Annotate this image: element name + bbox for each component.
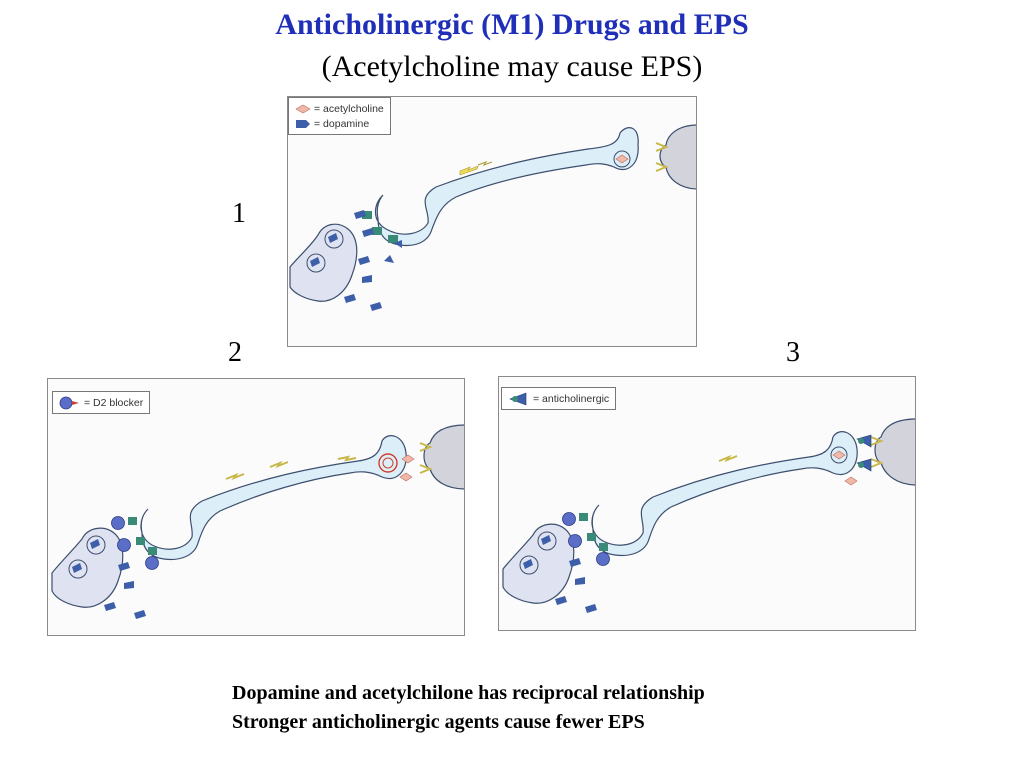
dopamine-icon bbox=[118, 562, 130, 571]
footer-line-2: Stronger anticholinergic agents cause fe… bbox=[232, 711, 645, 733]
impulse-icon bbox=[337, 455, 357, 462]
dopamine-icon bbox=[104, 602, 116, 611]
axon bbox=[591, 431, 858, 557]
receptor bbox=[587, 533, 596, 541]
legend-anticholinergic: = anticholinergic bbox=[508, 391, 609, 406]
anticholinergic-icon bbox=[509, 392, 527, 405]
dopamine-icon bbox=[358, 256, 370, 265]
postsynaptic-cell bbox=[659, 124, 696, 190]
page-subtitle: (Acetylcholine may cause EPS) bbox=[321, 50, 703, 83]
postsynaptic-cell bbox=[423, 424, 464, 490]
panel-3-number: 3 bbox=[786, 337, 800, 368]
vesicle bbox=[378, 453, 398, 473]
vesicle bbox=[68, 559, 88, 579]
acetylcholine-icon bbox=[832, 450, 846, 460]
footer-notes: Dopamine and acetylchilone has reciproca… bbox=[232, 679, 705, 737]
dopamine-icon bbox=[134, 610, 146, 619]
dopamine-icon bbox=[384, 255, 394, 263]
legend-dopamine: = dopamine bbox=[295, 116, 384, 131]
dopamine-icon bbox=[328, 233, 338, 243]
receptor bbox=[655, 142, 669, 172]
impulse-icon bbox=[269, 460, 289, 469]
d2-blocker-icon bbox=[59, 396, 79, 409]
dopamine-icon bbox=[523, 559, 533, 569]
dopamine-icon bbox=[124, 581, 134, 589]
impulse-icon bbox=[225, 472, 245, 481]
receptor bbox=[128, 517, 137, 525]
footer-line-1: Dopamine and acetylchilone has reciproca… bbox=[232, 682, 705, 704]
axon bbox=[140, 435, 407, 561]
dopamine-icon bbox=[296, 119, 310, 128]
vesicle bbox=[537, 531, 557, 551]
vesicle bbox=[86, 535, 106, 555]
axon bbox=[374, 127, 639, 247]
receptor bbox=[599, 543, 608, 551]
legend-d2-blocker: = D2 blocker bbox=[59, 395, 143, 410]
acetylcholine-icon bbox=[401, 454, 415, 464]
dopamine-icon bbox=[370, 302, 382, 311]
panel-2-d2-blocker: = D2 blocker bbox=[47, 378, 465, 636]
impulse-icon bbox=[459, 165, 479, 176]
panel-3-anticholinergic: = anticholinergic bbox=[498, 376, 916, 631]
d2-blocker-icon bbox=[568, 534, 582, 548]
dopamine-icon bbox=[569, 558, 581, 567]
panel-3-diagram bbox=[502, 418, 915, 613]
dopamine-icon bbox=[362, 228, 374, 237]
receptor bbox=[148, 547, 157, 555]
page-title: Anticholinergic (M1) Drugs and EPS bbox=[275, 8, 749, 41]
vesicle bbox=[306, 253, 326, 273]
panel-1-diagram bbox=[289, 124, 696, 311]
d2-blocker-icon bbox=[117, 538, 131, 552]
legend-acetylcholine-label: = acetylcholine bbox=[314, 102, 384, 115]
receptor bbox=[870, 436, 884, 468]
panel-3-legend: = anticholinergic bbox=[501, 387, 617, 410]
vesicle bbox=[324, 229, 344, 249]
vesicle bbox=[519, 555, 539, 575]
vesicle bbox=[830, 446, 848, 464]
panel-1-legend: = acetylcholine = dopamine bbox=[288, 97, 391, 135]
vesicle bbox=[613, 150, 631, 168]
panel-2-diagram bbox=[51, 424, 464, 619]
impulse-icon bbox=[718, 454, 738, 463]
legend-acetylcholine: = acetylcholine bbox=[295, 101, 384, 116]
neuron-soma bbox=[289, 223, 358, 302]
dopamine-icon bbox=[310, 257, 320, 267]
d2-blocker-icon bbox=[111, 516, 125, 530]
dopamine-icon bbox=[585, 604, 597, 613]
receptor bbox=[362, 211, 372, 219]
panel-1-normal-synapse: = acetylcholine = dopamine bbox=[287, 96, 697, 347]
dopamine-icon bbox=[541, 535, 551, 545]
d2-blocker-icon bbox=[596, 552, 610, 566]
d2-blocker-icon bbox=[562, 512, 576, 526]
dopamine-icon bbox=[344, 294, 356, 303]
legend-d2-blocker-label: = D2 blocker bbox=[84, 396, 144, 409]
receptor bbox=[388, 235, 398, 243]
dopamine-icon bbox=[555, 596, 567, 605]
dopamine-icon bbox=[90, 539, 100, 549]
acetylcholine-icon bbox=[295, 104, 311, 113]
impulse-icon bbox=[477, 160, 493, 167]
panel-2-number: 2 bbox=[228, 337, 242, 368]
d2-blocker-icon bbox=[145, 556, 159, 570]
receptor bbox=[579, 513, 588, 521]
dopamine-icon bbox=[575, 577, 585, 585]
dopamine-icon bbox=[394, 240, 402, 248]
legend-dopamine-label: = dopamine bbox=[314, 117, 370, 130]
acetylcholine-icon bbox=[844, 476, 858, 486]
acetylcholine-icon bbox=[615, 154, 629, 164]
receptor bbox=[136, 537, 145, 545]
receptor bbox=[419, 442, 433, 474]
postsynaptic-cell bbox=[874, 418, 915, 486]
panel-1-number: 1 bbox=[232, 198, 246, 229]
dopamine-icon bbox=[72, 563, 82, 573]
dopamine-icon bbox=[362, 275, 372, 283]
receptor bbox=[372, 227, 382, 235]
panel-2-legend: = D2 blocker bbox=[52, 391, 151, 414]
acetylcholine-icon bbox=[399, 472, 413, 482]
dopamine-icon bbox=[354, 210, 366, 219]
legend-anticholinergic-label: = anticholinergic bbox=[533, 392, 610, 405]
